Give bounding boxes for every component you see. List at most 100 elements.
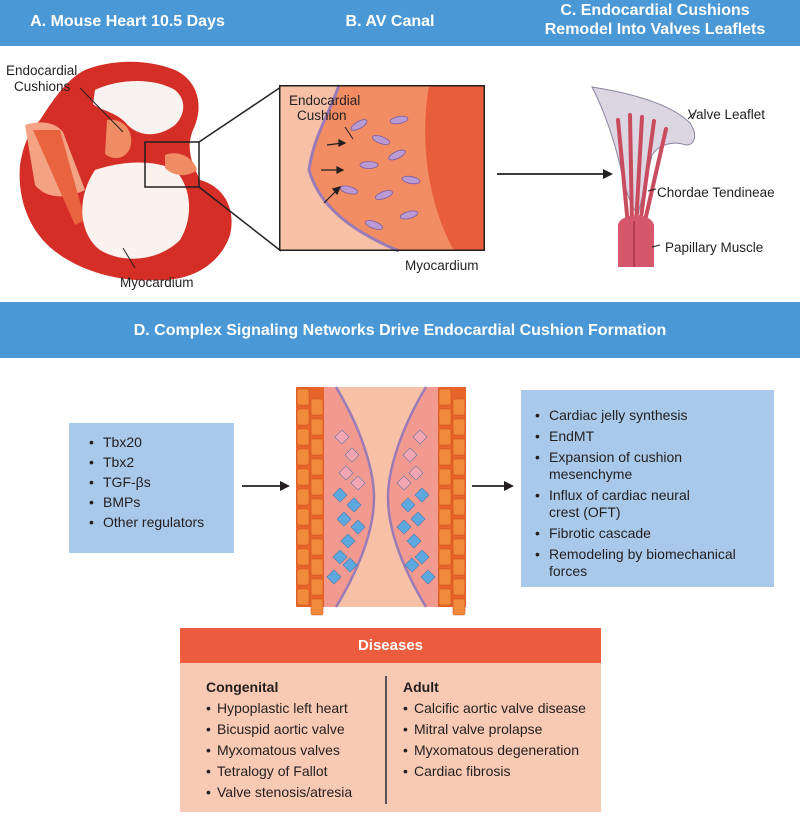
adult-item: Calcific aortic valve disease xyxy=(403,698,586,719)
mesenchymal-cell xyxy=(338,465,354,481)
panel-c-leaflet-label: Valve Leaflet xyxy=(688,107,766,122)
myocyte-cell xyxy=(310,478,324,496)
myocyte-cell xyxy=(438,588,452,606)
process-item: Fibrotic cascade xyxy=(535,525,762,542)
av-canal-myocardium-wall xyxy=(425,85,485,251)
papillary-muscle xyxy=(618,215,654,267)
myocyte-cell xyxy=(438,468,452,486)
myocyte-cell xyxy=(452,538,466,556)
congenital-item: Bicuspid aortic valve xyxy=(206,719,352,740)
panel-c-chordae-label: Chordae Tendineae xyxy=(657,185,775,200)
av-cushion-pointer xyxy=(344,126,354,140)
mesenchymal-cell xyxy=(396,519,412,535)
myocyte-cell xyxy=(296,548,310,566)
panel-a-cushions-label-line1: Endocardial xyxy=(6,63,78,78)
heart-lumen-bottom xyxy=(82,162,190,259)
process-item: Influx of cardiac neural crest (OFT) xyxy=(535,487,720,521)
av-canal-endocardium xyxy=(307,84,400,253)
av-canal-illustration xyxy=(279,84,485,253)
valve-leaflet-illustration xyxy=(591,86,696,267)
mesenchymal-cell xyxy=(404,557,420,573)
mesenchymal-cell xyxy=(336,511,352,527)
panel-b-myocardium-label: Myocardium xyxy=(405,258,479,273)
myocyte-cell xyxy=(452,478,466,496)
mesenchymal-cell xyxy=(408,465,424,481)
congenital-item: Hypoplastic left heart xyxy=(206,698,352,719)
myocyte-cell xyxy=(296,488,310,506)
endocardial-cushion-upper xyxy=(105,119,132,159)
papillary-pointer xyxy=(651,244,661,248)
diseases-divider xyxy=(385,676,387,804)
myocyte-cell xyxy=(438,408,452,426)
regulator-item: BMPs xyxy=(89,492,234,512)
panel-b-cushion-label-line1: Endocardial xyxy=(289,93,361,108)
regulators-box: Tbx20 Tbx2 TGF-βs BMPs Other regulators xyxy=(69,423,234,553)
adult-list: Calcific aortic valve disease Mitral val… xyxy=(403,698,586,782)
regulator-item: Other regulators xyxy=(89,512,234,532)
myocyte-cell xyxy=(438,428,452,446)
myocyte-cell xyxy=(310,458,324,476)
myocyte-cell xyxy=(296,448,310,466)
process-item: EndMT xyxy=(535,428,762,445)
mesenchymal-cell xyxy=(332,487,348,503)
cushion-formation-illustration xyxy=(296,386,466,616)
panel-a-cushions-label-line2: Cushions xyxy=(14,79,71,94)
regulators-list: Tbx20 Tbx2 TGF-βs BMPs Other regulators xyxy=(89,432,234,532)
myocyte-cell xyxy=(438,568,452,586)
regulator-item: TGF-βs xyxy=(89,472,234,492)
processes-box: Cardiac jelly synthesis EndMT Expansion … xyxy=(521,390,774,587)
myocyte-cell xyxy=(438,488,452,506)
myocyte-cell xyxy=(296,588,310,606)
myocardial-wall-right xyxy=(438,387,466,616)
mesenchymal-cell xyxy=(350,475,366,491)
myocyte-cell xyxy=(310,398,324,416)
leaflet-pointer xyxy=(687,112,695,120)
congenital-item: Valve stenosis/atresia xyxy=(206,782,352,803)
myocyte-cell xyxy=(296,468,310,486)
myocardium-pointer-line xyxy=(122,247,136,269)
myocyte-cell xyxy=(310,518,324,536)
panel-b-cushion-label-line2: Cushion xyxy=(297,108,347,123)
mesenchymal-cell xyxy=(400,497,416,513)
heart-lumen-top xyxy=(93,81,184,135)
endocardial-cushion-lower xyxy=(165,153,197,176)
panel-d-header-band xyxy=(0,302,800,358)
congenital-heading: Congenital xyxy=(206,679,279,695)
myocyte-cell xyxy=(310,438,324,456)
myocyte-cell xyxy=(452,438,466,456)
arrow-cushion-to-processes xyxy=(472,481,514,491)
congenital-column: Congenital Hypoplastic left heart Bicusp… xyxy=(206,676,352,803)
myocyte-cell xyxy=(296,528,310,546)
mesenchymal-cells xyxy=(339,115,421,230)
mesenchyme-cells xyxy=(326,429,436,585)
myocyte-cell xyxy=(438,508,452,526)
mesenchymal-cell xyxy=(396,475,412,491)
myocyte-cell xyxy=(452,578,466,596)
zoom-connector-lines xyxy=(198,86,282,252)
heart-wall-left xyxy=(33,130,85,225)
processes-list: Cardiac jelly synthesis EndMT Expansion … xyxy=(535,407,762,580)
arrow-regulators-to-cushion xyxy=(242,481,290,491)
mesenchymal-cell xyxy=(346,497,362,513)
myocyte-cell xyxy=(296,428,310,446)
adult-item: Mitral valve prolapse xyxy=(403,719,586,740)
myocyte-cell xyxy=(438,528,452,546)
myocyte-cell xyxy=(452,558,466,576)
mesenchymal-cell xyxy=(350,519,366,535)
mesenchymal-cell xyxy=(414,487,430,503)
myocyte-cell xyxy=(296,408,310,426)
chordae-tendineae xyxy=(616,113,668,227)
mesenchymal-cell xyxy=(410,511,426,527)
cushion-pointer-line xyxy=(79,87,124,133)
myocyte-cell xyxy=(296,508,310,526)
mesenchymal-cell xyxy=(406,533,422,549)
myocyte-cell xyxy=(438,448,452,466)
myocyte-cell xyxy=(296,388,310,406)
myocyte-cell xyxy=(452,418,466,436)
mesenchymal-cell xyxy=(326,569,342,585)
myocyte-cell xyxy=(310,418,324,436)
top-header-band xyxy=(0,0,800,46)
adult-item: Myxomatous degeneration xyxy=(403,740,586,761)
panel-b-title: B. AV Canal xyxy=(345,13,435,30)
arrow-b-to-c xyxy=(497,169,613,179)
